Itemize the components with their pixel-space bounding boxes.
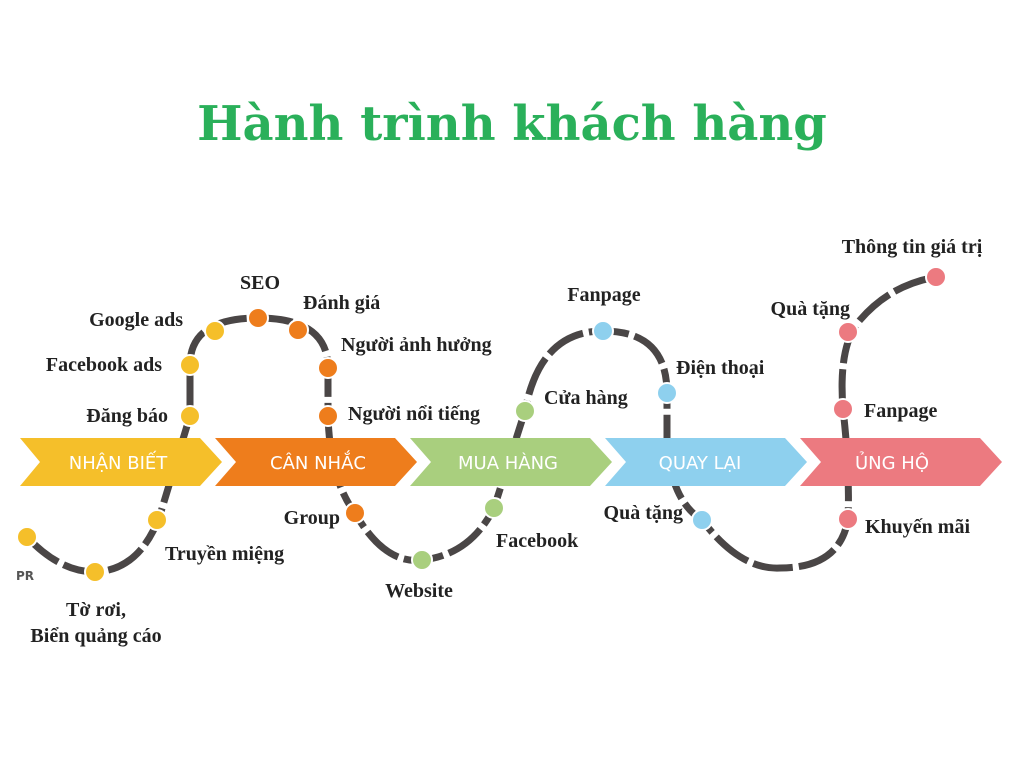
dot xyxy=(16,526,38,548)
label-google-ads: Google ads xyxy=(89,309,183,331)
label-facebook-ads: Facebook ads xyxy=(46,354,162,376)
label-qua-tang: Quà tặng xyxy=(604,502,683,524)
stage-label: CÂN NHẮC xyxy=(270,450,366,474)
stage-arrow-nhan-biet xyxy=(20,438,222,486)
dot xyxy=(514,400,536,422)
label-khuyen-mai: Khuyến mãi xyxy=(865,516,970,538)
label-facebook: Facebook xyxy=(496,530,579,552)
label-dang-bao: Đăng báo xyxy=(86,405,168,427)
stage-label: ỦNG HỘ xyxy=(855,451,929,474)
dot xyxy=(317,405,339,427)
dot xyxy=(287,319,309,341)
label-website: Website xyxy=(385,580,453,602)
stage-arrow-ung-ho xyxy=(800,438,1002,486)
dot xyxy=(146,509,168,531)
stage-arrows: NHẬN BIẾT CÂN NHẮC MUA HÀNG QUAY LẠI ỦNG… xyxy=(20,438,1002,486)
label-truyen-mieng: Truyền miệng xyxy=(165,543,284,565)
stage-label: MUA HÀNG xyxy=(458,452,558,474)
stage-arrow-mua-hang xyxy=(410,438,612,486)
label-pr: PR xyxy=(16,569,34,583)
label-qua-tang: Quà tặng xyxy=(771,298,850,320)
dot xyxy=(84,561,106,583)
stage-arrow-can-nhac xyxy=(215,438,417,486)
dot xyxy=(925,266,947,288)
label-fanpage: Fanpage xyxy=(864,400,937,422)
label-to-roi: Tờ rơi, xyxy=(66,599,126,621)
touchpoint-labels: PR Tờ rơi, Biển quảng cáo Truyền miệng Đ… xyxy=(16,236,983,647)
label-bien-quang-cao: Biển quảng cáo xyxy=(30,625,161,647)
dot xyxy=(179,405,201,427)
dot xyxy=(837,321,859,343)
label-thong-tin-gia-tri: Thông tin giá trị xyxy=(842,236,983,258)
label-dien-thoai: Điện thoại xyxy=(676,357,765,379)
dot xyxy=(317,357,339,379)
dot xyxy=(837,508,859,530)
label-danh-gia: Đánh giá xyxy=(303,292,380,314)
label-nguoi-anh-huong: Người ảnh hưởng xyxy=(341,334,492,356)
dot xyxy=(204,320,226,342)
dot xyxy=(832,398,854,420)
touchpoint-dots xyxy=(16,266,947,583)
dot xyxy=(592,320,614,342)
label-nguoi-noi-tieng: Người nổi tiếng xyxy=(348,403,480,425)
label-group: Group xyxy=(284,507,340,529)
label-fanpage: Fanpage xyxy=(567,284,640,306)
dot xyxy=(691,509,713,531)
label-cua-hang: Cửa hàng xyxy=(544,387,628,409)
dot xyxy=(411,549,433,571)
dot xyxy=(344,502,366,524)
dot xyxy=(656,382,678,404)
dot xyxy=(483,497,505,519)
label-seo: SEO xyxy=(240,272,280,294)
dot xyxy=(179,354,201,376)
dot xyxy=(247,307,269,329)
diagram-title: Hành trình khách hàng xyxy=(197,96,827,152)
stage-arrow-quay-lai xyxy=(605,438,807,486)
stage-label: QUAY LẠI xyxy=(659,453,742,474)
stage-label: NHẬN BIẾT xyxy=(69,450,169,474)
